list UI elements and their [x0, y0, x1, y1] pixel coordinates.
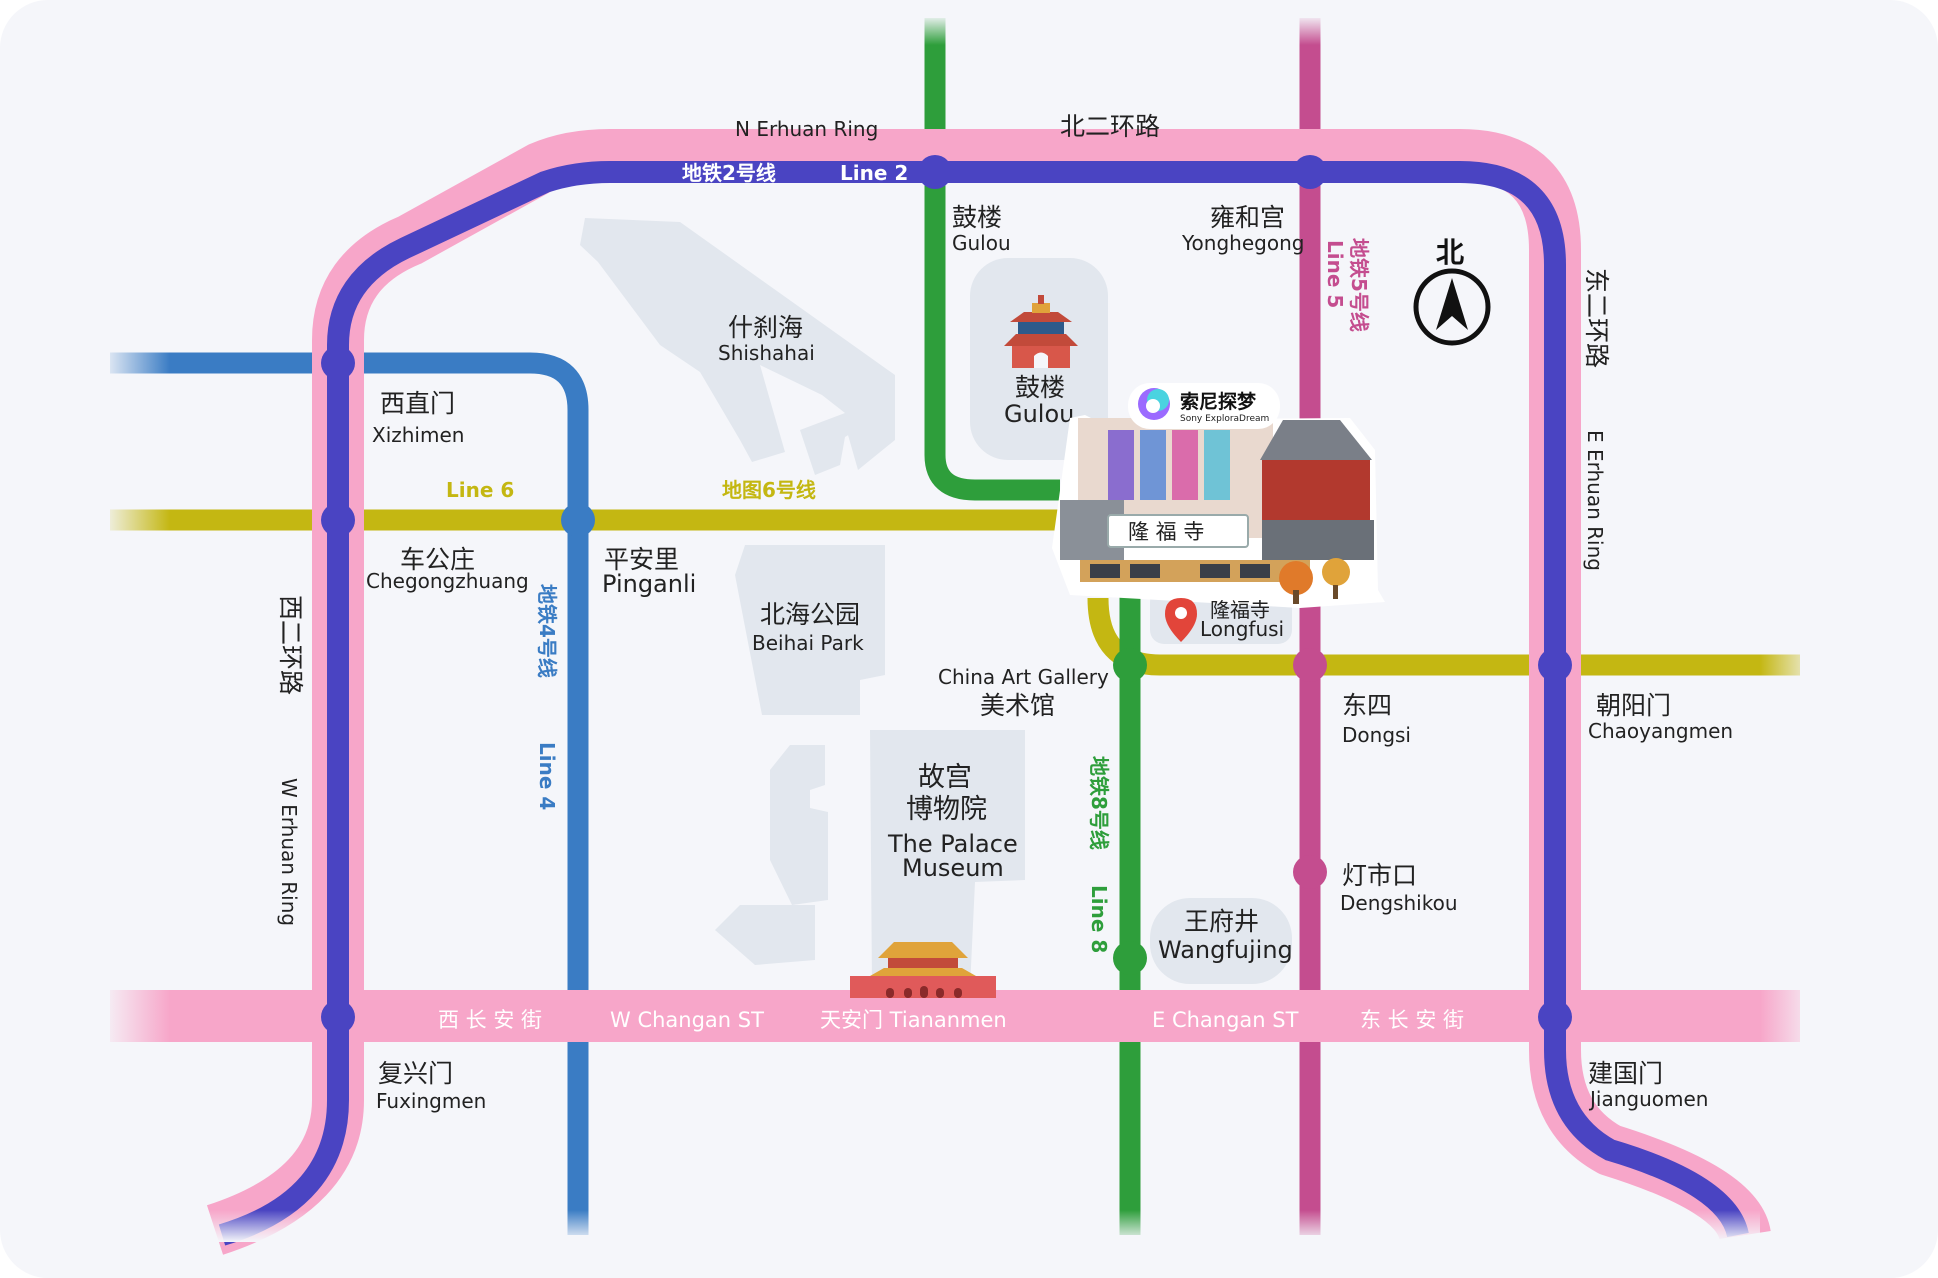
line4-tag-en: Line 4 — [535, 742, 559, 810]
station-pinganli-cn: 平安里 — [604, 545, 679, 574]
line2-tag-cn: 地铁2号线 — [682, 161, 776, 185]
fade-bottom — [200, 1210, 1760, 1242]
fade-left — [100, 340, 170, 1060]
landmark-wangfujing-en: Wangfujing — [1158, 936, 1293, 964]
station-gulou-en: Gulou — [952, 231, 1011, 255]
landmark-palace-en-2: Museum — [902, 854, 1004, 882]
changan-label-1: 西 长 安 街 — [438, 1008, 542, 1032]
beihai-park-area — [735, 545, 885, 715]
road-e-erhuan-en: E Erhuan Ring — [1583, 430, 1607, 571]
station-chaoyangmen-en: Chaoyangmen — [1588, 719, 1733, 743]
sony-exploradream-logo: 索尼探梦 Sony ExploraDream — [1128, 383, 1280, 429]
station-dot-jianguomen — [1538, 1000, 1572, 1034]
station-dengshikou-cn: 灯市口 — [1342, 861, 1417, 890]
changan-label-2: W Changan ST — [610, 1008, 764, 1032]
station-dot-chaoyangmen — [1538, 648, 1572, 682]
station-fuxingmen-en: Fuxingmen — [376, 1089, 486, 1113]
fade-right — [1760, 640, 1820, 1060]
landmark-palace-en-1: The Palace — [887, 830, 1018, 858]
station-art-gallery-cn: 美术馆 — [980, 691, 1055, 720]
destination-pin-cn: 隆福寺 — [1210, 598, 1270, 622]
station-dongsi-cn: 东四 — [1342, 691, 1392, 720]
landmark-palace-cn-1: 故宫 — [918, 762, 972, 793]
palace-museum-area — [870, 730, 1025, 988]
landmark-shishahai-en: Shishahai — [718, 341, 815, 365]
palace-side-area — [770, 745, 828, 905]
station-dot-xizhimen — [321, 346, 355, 380]
fade-top — [915, 15, 1335, 45]
longfusi-building-sign: 隆 福 寺 — [1128, 520, 1204, 544]
station-dot-pinganli — [561, 503, 595, 537]
landmark-beihai-en: Beihai Park — [752, 631, 864, 655]
station-yonghegong-cn: 雍和宫 — [1210, 203, 1285, 232]
station-yonghegong-en: Yonghegong — [1181, 231, 1304, 255]
station-dot-gulou — [918, 155, 952, 189]
road-n-erhuan-cn: 北二环路 — [1060, 112, 1160, 141]
station-jianguomen-cn: 建国门 — [1588, 1059, 1663, 1088]
station-dot-dongsi — [1293, 648, 1327, 682]
logo-en: Sony ExploraDream — [1180, 414, 1269, 424]
station-chegongzhuang-en: Chegongzhuang — [366, 569, 529, 593]
station-fuxingmen-cn: 复兴门 — [378, 1059, 453, 1088]
line6-tag-en: Line 6 — [446, 478, 514, 502]
longfusi-building-icon: 隆 福 寺 — [1052, 415, 1385, 608]
line5-tag-en: Line 5 — [1323, 240, 1347, 308]
station-chegongzhuang-cn: 车公庄 — [400, 545, 475, 574]
line5-tag-cn: 地铁5号线 — [1347, 238, 1371, 332]
north-compass-icon: 北 — [1413, 236, 1491, 346]
station-dot-dengshikou — [1293, 855, 1327, 889]
landmark-palace-cn-2: 博物院 — [906, 794, 987, 825]
station-dot-chegongzhuang — [321, 503, 355, 537]
station-dot-art-gallery — [1113, 648, 1147, 682]
station-jianguomen-en: Jianguomen — [1588, 1087, 1708, 1111]
station-dot-yonghegong — [1293, 155, 1327, 189]
landmark-shishahai-cn: 什刹海 — [728, 313, 803, 342]
station-gulou-cn: 鼓楼 — [952, 203, 1002, 232]
landmark-gulou-en: Gulou — [1004, 400, 1074, 428]
road-w-erhuan-en: W Erhuan Ring — [277, 778, 301, 926]
road-w-erhuan-cn: 西二环路 — [276, 595, 305, 695]
line6-track-east — [1087, 597, 1800, 676]
location-pin-icon — [1165, 598, 1197, 642]
compass-north-label: 北 — [1436, 236, 1464, 269]
line2-track — [218, 161, 1749, 1246]
shishahai-area — [580, 218, 895, 475]
wangfujing-area — [1150, 898, 1292, 984]
road-n-erhuan-en: N Erhuan Ring — [735, 117, 878, 141]
line8-tag-en: Line 8 — [1087, 885, 1111, 953]
line4-track — [110, 352, 589, 1235]
line4-tag-cn: 地铁4号线 — [535, 584, 559, 678]
station-art-gallery-en: China Art Gallery — [938, 665, 1109, 689]
station-dot-fuxingmen — [321, 1000, 355, 1034]
station-dot-wangfujing — [1113, 941, 1147, 975]
changan-label-5: 东 长 安 街 — [1360, 1008, 1464, 1032]
station-dots — [321, 155, 1572, 1034]
changan-label-3: 天安门 Tiananmen — [820, 1008, 1007, 1032]
destination-pin-en: Longfusi — [1200, 617, 1284, 641]
station-chaoyangmen-cn: 朝阳门 — [1596, 691, 1671, 720]
tiananmen-icon — [850, 942, 996, 998]
line8-tag-cn: 地铁8号线 — [1087, 756, 1111, 850]
line6-tag-cn: 地图6号线 — [722, 478, 816, 502]
station-xizhimen-cn: 西直门 — [380, 389, 455, 418]
station-dengshikou-en: Dengshikou — [1340, 891, 1458, 915]
line2-tag-en: Line 2 — [840, 161, 908, 185]
changan-label-4: E Changan ST — [1152, 1008, 1299, 1032]
station-dongsi-en: Dongsi — [1342, 723, 1411, 747]
changan-street — [110, 990, 1800, 1042]
gulou-tower-icon — [1004, 295, 1078, 368]
line8-track — [924, 18, 1060, 501]
landmark-wangfujing-cn: 王府井 — [1184, 907, 1259, 936]
landmark-beihai-cn: 北海公园 — [760, 600, 860, 629]
palace-side-area-2 — [715, 905, 815, 965]
station-xizhimen-en: Xizhimen — [372, 423, 464, 447]
landmark-gulou-cn: 鼓楼 — [1015, 373, 1065, 402]
station-pinganli-en: Pinganli — [602, 570, 696, 598]
road-e-erhuan-cn: 东二环路 — [1582, 268, 1611, 368]
logo-cn: 索尼探梦 — [1180, 390, 1257, 413]
